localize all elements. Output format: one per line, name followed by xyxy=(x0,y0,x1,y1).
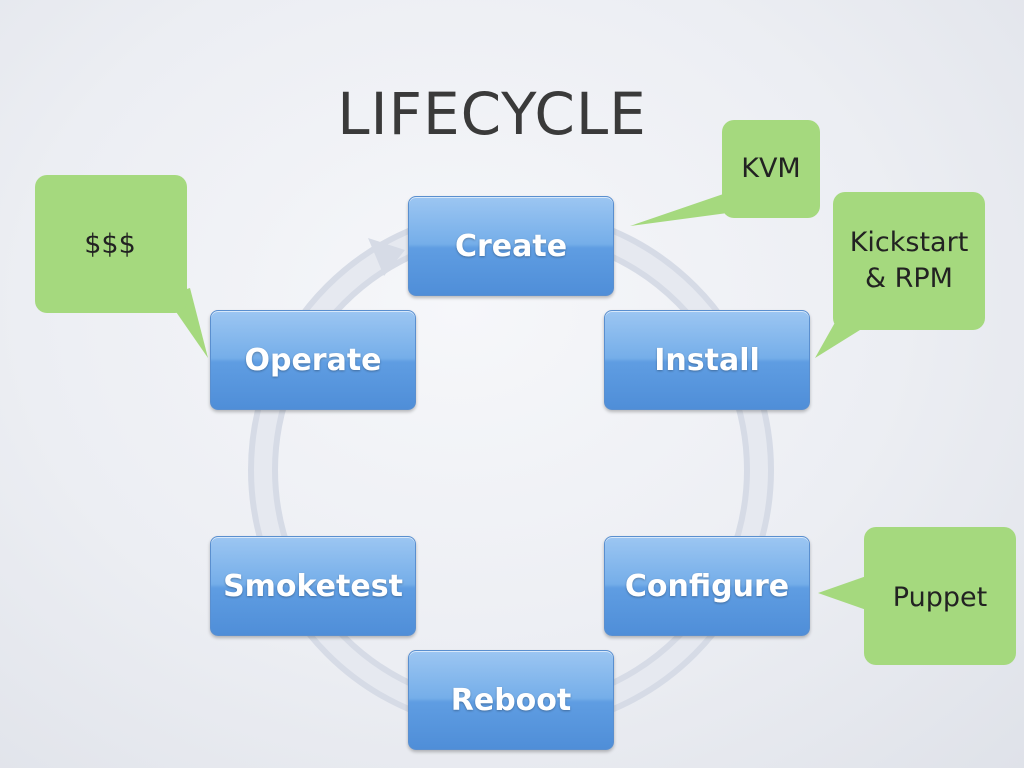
callout-kvm xyxy=(630,120,820,226)
callout-money xyxy=(35,175,208,358)
node-create: Create xyxy=(408,196,614,296)
callout-kickstart-line1: Kickstart xyxy=(849,227,969,258)
callout-kickstart xyxy=(815,192,985,358)
callout-money-label: $$$ xyxy=(84,229,136,260)
node-install: Install xyxy=(604,310,810,410)
callout-kickstart-line2: & RPM xyxy=(865,263,953,294)
callout-puppet xyxy=(818,527,1016,665)
callout-kickstart-label: Kickstart & RPM xyxy=(833,225,985,297)
node-smoketest: Smoketest xyxy=(210,536,416,636)
node-reboot: Reboot xyxy=(408,650,614,750)
callout-puppet-label: Puppet xyxy=(892,582,988,613)
node-configure: Configure xyxy=(604,536,810,636)
callout-kvm-label: KVM xyxy=(741,153,801,184)
cycle-arrow-icon xyxy=(368,238,405,276)
node-operate: Operate xyxy=(210,310,416,410)
cycle-ring-highlight xyxy=(254,213,768,727)
page-title: LIFECYCLE xyxy=(337,80,647,148)
